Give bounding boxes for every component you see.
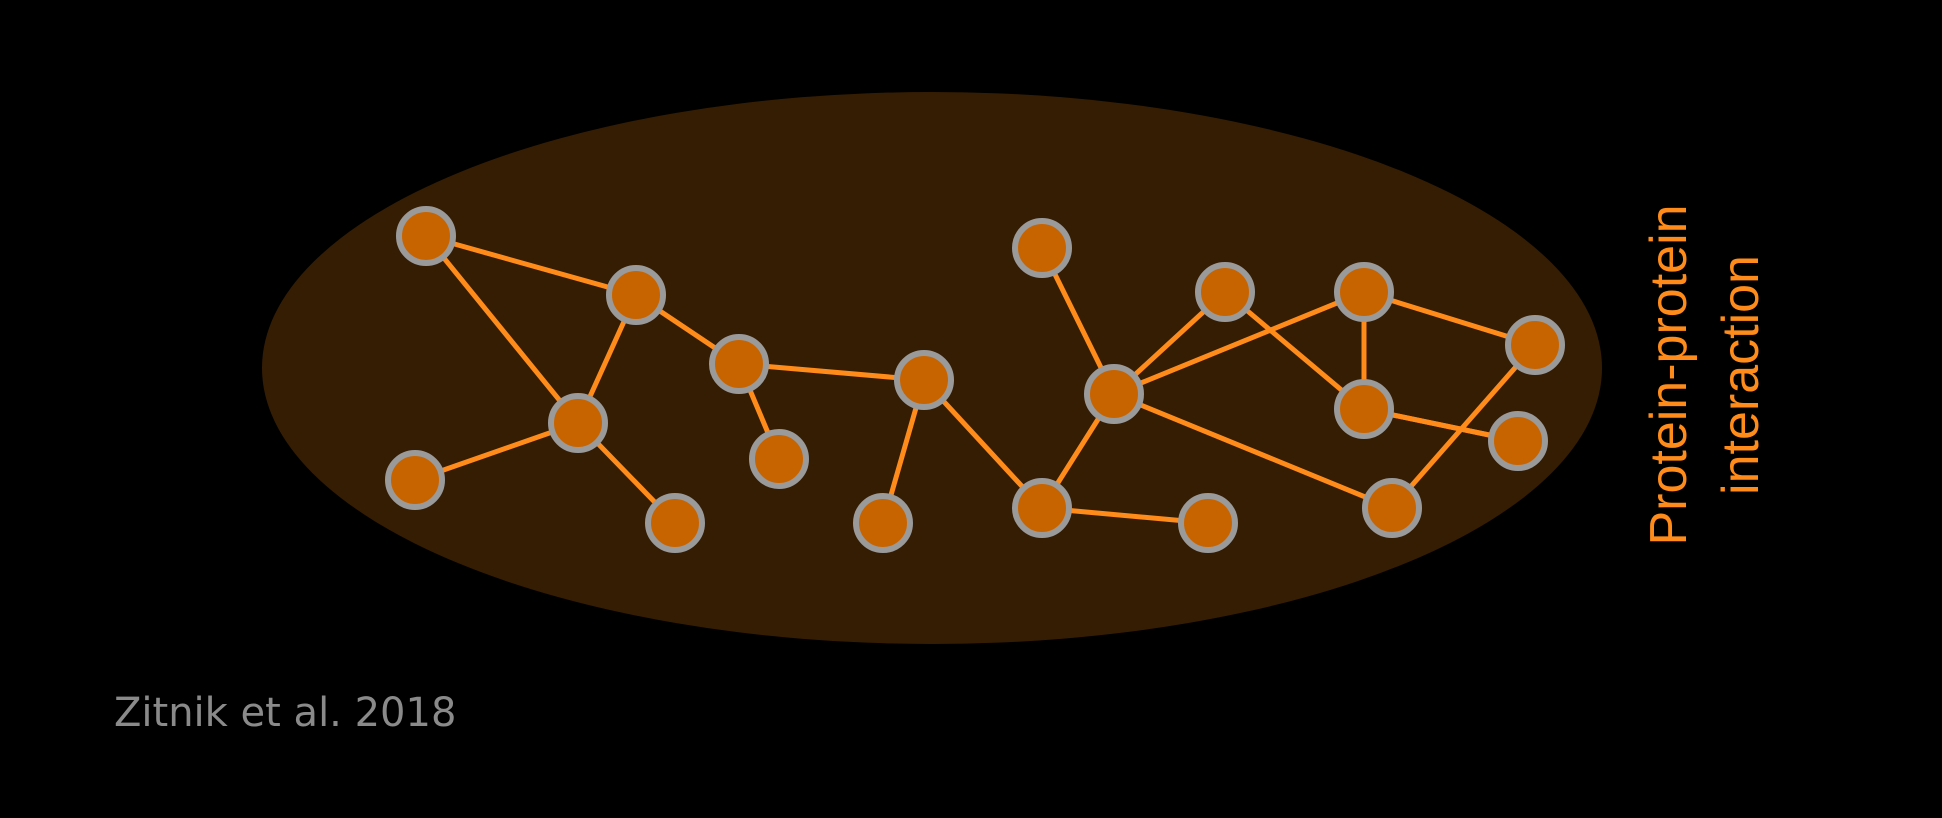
protein-node-n3 (548, 393, 608, 453)
protein-node-n19 (1488, 411, 1548, 471)
protein-node-n12 (1084, 364, 1144, 424)
protein-node-n18 (1505, 315, 1565, 375)
protein-node-n8 (894, 350, 954, 410)
edge-n14-n17 (1222, 289, 1367, 412)
protein-node-n15 (1334, 262, 1394, 322)
protein-node-n16 (1362, 478, 1422, 538)
edge-n12-n16 (1111, 391, 1395, 511)
label-line-2: interaction (1712, 255, 1766, 495)
protein-node-n14 (1195, 262, 1255, 322)
protein-node-n7 (749, 429, 809, 489)
protein-node-n2 (606, 265, 666, 325)
protein-node-n17 (1334, 379, 1394, 439)
protein-node-n5 (645, 493, 705, 553)
protein-node-n9 (853, 493, 913, 553)
edge-n1-n2 (423, 233, 639, 298)
protein-node-n1 (396, 206, 456, 266)
nodes-group (385, 206, 1565, 553)
edge-n6-n8 (736, 361, 927, 383)
label-line-1: Protein-protein (1640, 204, 1698, 545)
protein-node-n13 (1178, 493, 1238, 553)
edge-n1-n3 (423, 233, 581, 426)
protein-node-n10 (1012, 478, 1072, 538)
protein-node-n11 (1012, 218, 1072, 278)
citation-text: Zitnik et al. 2018 (114, 690, 457, 736)
edge-n18-n21 (1389, 342, 1538, 511)
protein-node-n4 (385, 450, 445, 510)
network-type-label: Protein-protein interaction (1636, 195, 1770, 555)
protein-node-n6 (709, 334, 769, 394)
edge-n12-n15 (1111, 289, 1367, 397)
